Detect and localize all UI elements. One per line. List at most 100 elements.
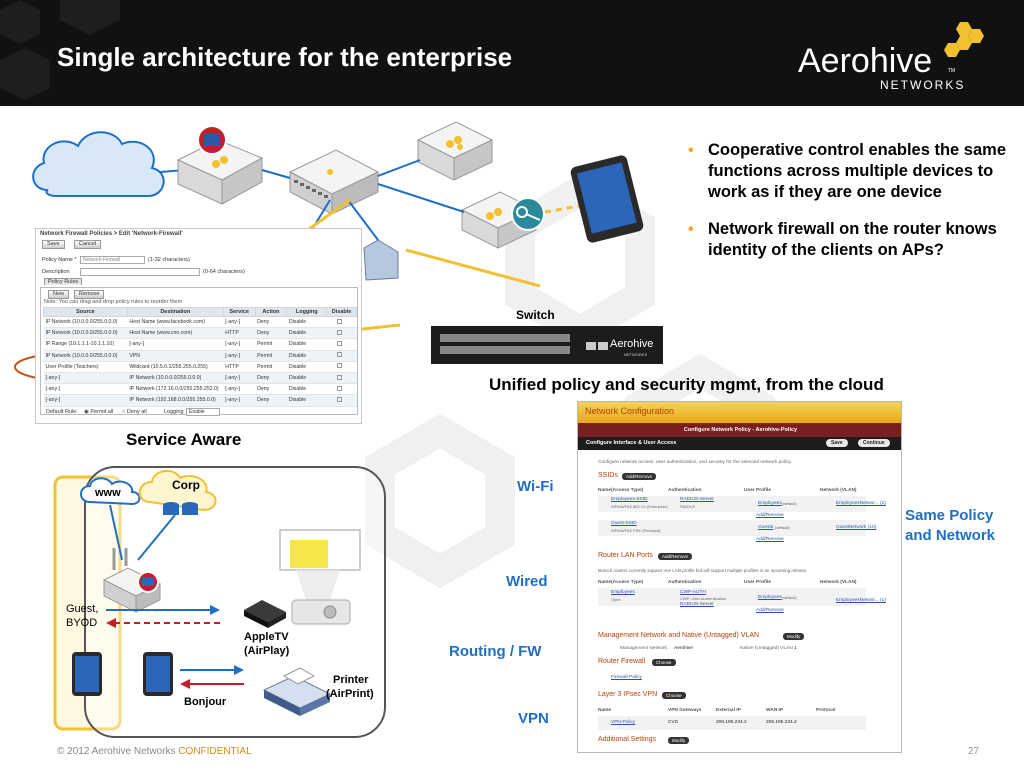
- nc-save-button[interactable]: Save: [826, 439, 848, 447]
- disable-checkbox[interactable]: [326, 361, 357, 373]
- table-cell[interactable]: Deny: [255, 383, 287, 396]
- col-header[interactable]: Action: [254, 307, 288, 317]
- table-cell[interactable]: Deny: [255, 372, 287, 385]
- nc-col-auth: Authentication: [668, 488, 702, 493]
- nc-col-net: Network (VLAN): [820, 488, 857, 493]
- routing-fw-label: Routing / FW: [449, 643, 542, 660]
- nc-lan-name[interactable]: Employees: [611, 590, 635, 595]
- table-cell[interactable]: Permit: [255, 361, 287, 373]
- table-row[interactable]: [-any-]IP Network (10.0.0.0/255.0.0.0)[-…: [43, 372, 357, 385]
- nc-additional-modify[interactable]: Modify: [668, 737, 690, 744]
- nc-interface-bar: Configure Interface & User Access: [578, 437, 901, 450]
- nc-ssid2-user[interactable]: Guests: [758, 525, 774, 530]
- fw-remove-button[interactable]: Remove: [74, 290, 105, 299]
- col-header[interactable]: Service: [222, 307, 256, 317]
- fw-description-input[interactable]: [80, 268, 200, 276]
- table-cell: [-any-]: [43, 383, 128, 396]
- appletv-label: AppleTV: [244, 631, 289, 643]
- nc-policy-bar: Configure Network Policy - Aerohive-Poli…: [578, 423, 901, 437]
- nc-add-remove-link[interactable]: Add/Remove: [756, 608, 784, 613]
- table-cell: IP Network (10.0.0.0/255.0.0.0): [43, 316, 128, 329]
- col-header[interactable]: Logging: [286, 307, 328, 317]
- nc-continue-button[interactable]: Continue: [858, 439, 890, 447]
- nc-lan-auth[interactable]: CWP-AUTH: [680, 590, 706, 595]
- fw-deny-all-radio[interactable]: ○ Deny all: [122, 409, 147, 415]
- table-cell: IP Range (10.1.1.1-10.1.1.10): [43, 338, 128, 351]
- fw-policy-name-label: Policy Name *: [42, 257, 77, 263]
- nc-native-value: 1: [794, 646, 797, 651]
- bullet-list: •Cooperative control enables the same fu…: [688, 140, 1018, 277]
- table-row[interactable]: IP Network (10.0.0.0/255.0.0.0)VPN[-any-…: [43, 350, 357, 362]
- col-header[interactable]: Source: [43, 307, 128, 317]
- nc-mgmt-modify[interactable]: Modify: [783, 633, 805, 640]
- col-header[interactable]: Disable: [326, 307, 357, 317]
- table-cell[interactable]: Disable: [286, 372, 327, 385]
- airprint-label: (AirPrint): [326, 688, 374, 700]
- fw-policy-name-input[interactable]: Network-Firewall: [80, 256, 145, 264]
- disable-checkbox[interactable]: [326, 372, 357, 385]
- table-cell[interactable]: Permit: [255, 338, 287, 351]
- nc-add-remove-link[interactable]: Add/Remove: [756, 537, 784, 542]
- table-cell[interactable]: Deny: [255, 394, 287, 407]
- nc-vpn-col: Name: [598, 708, 612, 713]
- disable-checkbox[interactable]: [326, 338, 357, 351]
- table-cell: [-any-]: [223, 350, 256, 362]
- table-row[interactable]: User Profile (Teachers)Wildcard (10.5.0.…: [43, 361, 357, 373]
- table-row[interactable]: [-any-]IP Network (172.16.0.0/255.255.25…: [43, 383, 357, 396]
- fw-cancel-button[interactable]: Cancel: [74, 240, 102, 249]
- disable-checkbox[interactable]: [326, 316, 357, 329]
- table-cell[interactable]: Deny: [255, 316, 287, 329]
- table-cell[interactable]: Permit: [255, 350, 287, 362]
- nc-add-remove-link[interactable]: Add/Remove: [756, 513, 784, 518]
- nc-ssid1-auth[interactable]: RADIUS-Server: [680, 497, 714, 502]
- nc-vpn-choose[interactable]: Choose: [662, 692, 686, 699]
- disable-checkbox[interactable]: [326, 327, 357, 340]
- nc-vpn-col: External IP: [716, 708, 741, 713]
- nc-mgmt-net-label: Management Network: [620, 646, 667, 651]
- table-cell[interactable]: Disable: [286, 361, 327, 373]
- nc-fw-policy-link[interactable]: Firewall-Policy: [611, 675, 642, 680]
- fw-new-button[interactable]: New: [48, 290, 70, 299]
- table-cell[interactable]: Disable: [286, 327, 327, 340]
- nc-ssid2-default: (default): [775, 525, 790, 530]
- table-cell[interactable]: Disable: [286, 394, 327, 407]
- nc-lan-add-remove[interactable]: Add/Remove: [658, 553, 693, 560]
- nc-fw-choose[interactable]: Choose: [652, 659, 676, 666]
- fw-save-button[interactable]: Save: [42, 240, 65, 249]
- table-cell[interactable]: Disable: [286, 350, 327, 362]
- nc-router-fw-heading: Router Firewall: [598, 658, 646, 665]
- table-row[interactable]: [-any-]IP Network (192.168.0.0/255.255.0…: [43, 394, 357, 407]
- table-cell: HTTP: [223, 361, 256, 373]
- nc-lan-user[interactable]: Employees: [758, 595, 782, 600]
- nc-ssid1-net[interactable]: EmployeesNetwor... (1): [836, 501, 886, 506]
- nc-vpn-gateway: CVG: [668, 720, 679, 725]
- table-cell[interactable]: Disable: [286, 338, 327, 351]
- table-row[interactable]: IP Network (10.0.0.0/255.0.0.0)Host Name…: [43, 316, 357, 329]
- fw-rules-table: Source Destination Service Action Loggin…: [43, 307, 357, 407]
- col-header[interactable]: Destination: [126, 307, 224, 317]
- table-cell: IP Network (10.0.0.0/255.0.0.0): [127, 372, 224, 385]
- nc-ssid1-name[interactable]: Employees-SSID: [611, 497, 648, 502]
- table-cell: [-any-]: [223, 316, 256, 329]
- nc-ssid-add-remove[interactable]: Add/Remove: [622, 473, 657, 480]
- table-row[interactable]: IP Network (10.0.0.0/255.0.0.0)Host Name…: [43, 327, 357, 340]
- table-cell[interactable]: Disable: [286, 316, 327, 329]
- bonjour-label: Bonjour: [184, 696, 227, 708]
- table-cell[interactable]: Deny: [255, 327, 287, 340]
- nc-ssid2-name[interactable]: Guest-SSID: [611, 521, 637, 526]
- nc-vpn-policy-link[interactable]: VPN-Policy: [611, 720, 636, 725]
- nc-vpn-external-ip: 206.195.234.2: [716, 720, 747, 725]
- nc-ssid2-net[interactable]: GuestNetwork (10): [836, 525, 877, 530]
- fw-logging-select[interactable]: Enable: [186, 408, 220, 416]
- disable-checkbox[interactable]: [326, 350, 357, 362]
- nc-lan-net[interactable]: EmployeesNetwor... (1): [836, 598, 886, 603]
- disable-checkbox[interactable]: [326, 394, 357, 407]
- fw-policy-rules-tab[interactable]: Policy Rules: [44, 278, 83, 285]
- table-cell[interactable]: Disable: [286, 383, 327, 396]
- nc-ssid1-user[interactable]: Employees: [758, 501, 782, 506]
- disable-checkbox[interactable]: [326, 383, 357, 396]
- table-row[interactable]: IP Range (10.1.1.1-10.1.1.10)[-any-][-an…: [43, 338, 357, 351]
- table-cell: Host Name (www.cnn.com): [127, 327, 224, 340]
- fw-permit-all-radio[interactable]: ◉ Permit all: [84, 409, 114, 415]
- nc-lan-auth2[interactable]: RADIUS-Server: [680, 602, 714, 607]
